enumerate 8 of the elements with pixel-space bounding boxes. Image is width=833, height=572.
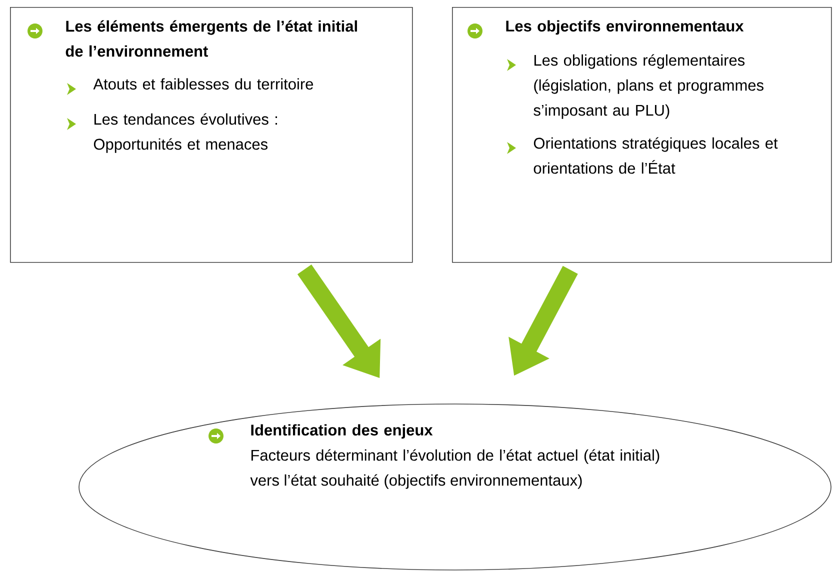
- heading: Les éléments émergents de l’état initial de l’environnement: [66, 20, 357, 57]
- heading: Les objectifs environnementaux: [506, 20, 744, 35]
- bullet-text: Orientations stratégiques locales et orientations de l’État: [534, 137, 778, 174]
- bullet-text: Les tendances évolutives : Opportunités et menaces: [94, 113, 277, 153]
- heading: Identification des enjeux: [251, 424, 433, 439]
- description-text: Facteurs déterminant l’évolution de l’état actuel (état initial) vers l’état souhaité (objectifs environnementaux): [250, 449, 660, 489]
- bullet-text: Les obligations réglementaires (législation, plans et programmes s’imposant au PLU): [534, 54, 764, 119]
- bullet-text: Atouts et faiblesses du territoire: [93, 78, 314, 90]
